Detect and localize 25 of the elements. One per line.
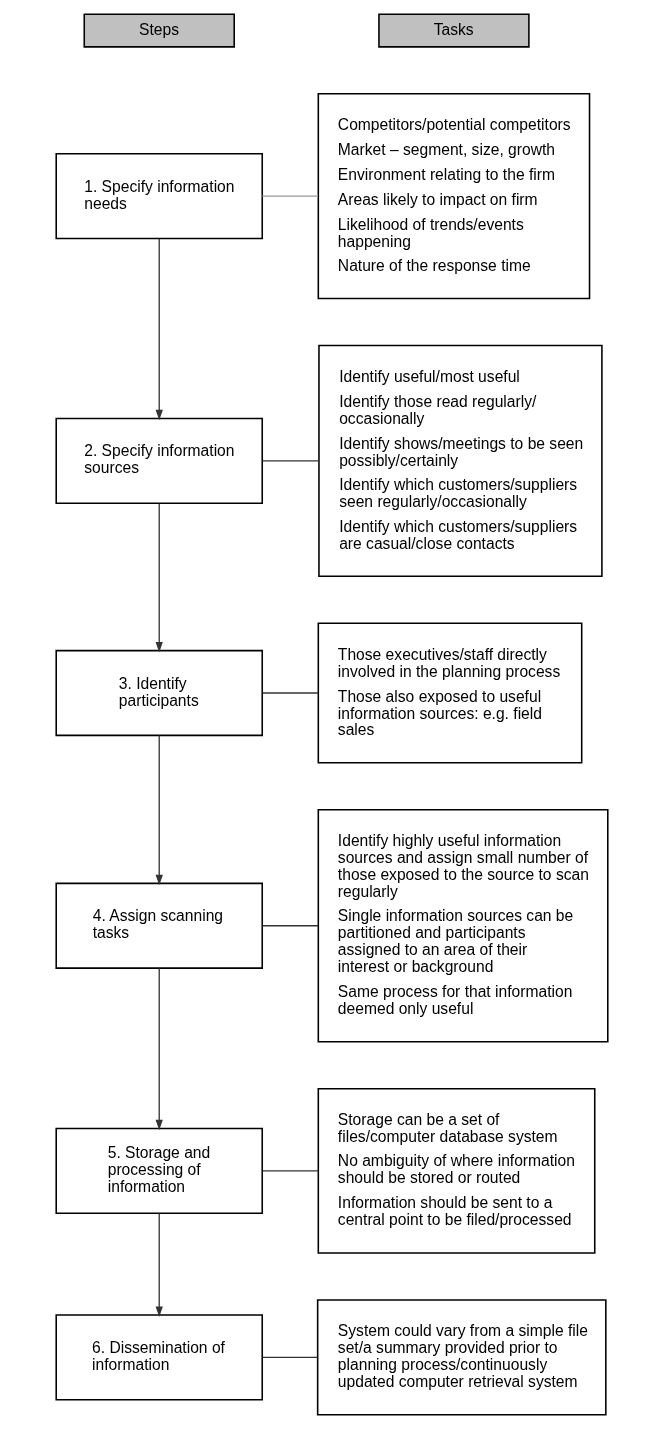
arrow	[155, 734, 163, 886]
node-box: Identify highly useful information sources and assign small number of those exposed to the source to scan regularly Single information sources can be partitioned and participants assigned to an area of their interest or background Same process for that information deemed only useful	[317, 808, 609, 1043]
node-box: Competitors/potential competitors Market – segment, size, growth Environment relating to the firm Areas likely to impact on firm Likelihood of trends/events happening Nature of the response time	[317, 93, 590, 300]
node-box: Steps	[82, 13, 235, 48]
node-box: 4. Assign scanning tasks	[54, 882, 263, 969]
connector	[261, 1170, 319, 1172]
node-box: Storage can be a set of files/computer database system No ambiguity of where information should be stored or routed Information should be sent to a central point to be filed/processed	[317, 1087, 595, 1254]
node-box: 2. Specify information sources	[54, 417, 263, 505]
node-box: System could vary from a simple file set/a summary provided prior to planning process/continuously updated computer retrieval system	[316, 1299, 607, 1416]
arrow	[155, 238, 163, 421]
node-box: 1. Specify information needs	[54, 153, 263, 240]
connector	[261, 195, 319, 197]
node-box: Identify useful/most useful Identify those read regularly/ occasionally Identify shows/meetings to be seen possibly/certainly Identify which customers/suppliers seen regularly/occasionally Identify which customers/suppliers are casual/close contacts	[317, 344, 603, 578]
arrow	[155, 1212, 163, 1317]
node-box: 6. Dissemination of information	[54, 1314, 263, 1401]
node-box: Tasks	[377, 13, 530, 48]
node-box: 3. Identify participants	[54, 649, 263, 737]
arrow	[155, 967, 163, 1131]
connector	[261, 692, 319, 694]
connector	[261, 925, 319, 927]
connector	[261, 1356, 318, 1358]
connector	[261, 460, 319, 462]
node-box: Those executives/staff directly involved in the planning process Those also exposed to useful information sources: e.g. field sales	[317, 622, 582, 764]
node-box: 5. Storage and processing of information	[54, 1127, 263, 1215]
arrow	[155, 503, 163, 653]
